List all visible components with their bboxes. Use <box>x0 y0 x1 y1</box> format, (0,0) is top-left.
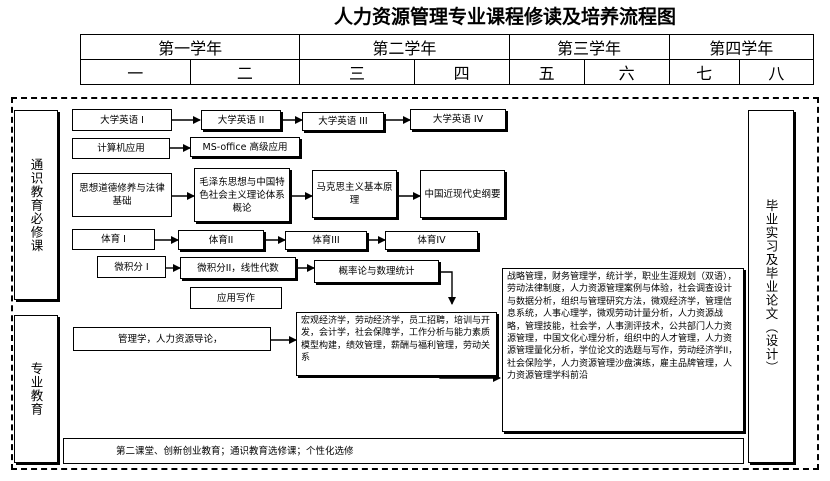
semester-cell: 四 <box>413 59 510 85</box>
course-marx: 马克思主义基本原理 <box>312 170 397 218</box>
course-history: 中国近现代史纲要 <box>420 170 505 218</box>
semester-cell: 八 <box>738 59 815 85</box>
semester-cell: 一 <box>80 59 191 85</box>
course-english-3: 大学英语 III <box>302 112 384 131</box>
graduation-text: 毕业实习及毕业论文（设计） <box>763 198 779 375</box>
semester-table: 第一学年 第二学年 第三学年 第四学年 一 二 三 四 五 六 七 八 <box>79 34 815 85</box>
course-pe-3: 体育III <box>285 231 367 250</box>
course-applied-writing: 应用写作 <box>190 287 282 309</box>
general-education-label: 通识教育必修课 <box>14 110 58 300</box>
course-mao: 毛泽东思想与中国特色社会主义理论体系概论 <box>194 168 290 222</box>
advanced-courses-box: 战略管理，财务管理学，统计学，职业生涯规划（双语），劳动法律制度，人力资源管理案… <box>502 268 744 432</box>
course-english-2: 大学英语 II <box>201 110 281 130</box>
course-probability: 概率论与数理统计 <box>314 260 439 283</box>
semester-cell: 二 <box>189 59 301 85</box>
year-header-row: 第一学年 第二学年 第三学年 第四学年 <box>79 34 815 60</box>
course-pe-4: 体育IV <box>385 231 478 250</box>
semester-cell: 六 <box>583 59 670 85</box>
course-management-intro: 管理学，人力资源导论， <box>73 327 271 351</box>
year-header: 第二学年 <box>299 34 510 60</box>
course-pe-2: 体育II <box>178 230 264 250</box>
dashed-frame <box>11 97 819 470</box>
year-header: 第四学年 <box>668 34 815 60</box>
arrow <box>439 271 456 305</box>
graduation-label: 毕业实习及毕业论文（设计） <box>748 110 794 463</box>
major-education-label: 专业教育 <box>14 315 58 463</box>
semester-cell: 三 <box>299 59 415 85</box>
year-header: 第一学年 <box>79 34 301 60</box>
semester-row: 一 二 三 四 五 六 七 八 <box>80 59 815 85</box>
course-english-4: 大学英语 IV <box>410 109 506 130</box>
course-msoffice: MS-office 高级应用 <box>190 137 300 157</box>
course-computer: 计算机应用 <box>72 138 170 159</box>
core-courses-box: 宏观经济学，劳动经济学，员工招聘，培训与开发，会计学，社会保障学，工作分析与能力… <box>296 312 497 376</box>
major-education-text: 专业教育 <box>28 362 44 416</box>
year-header: 第三学年 <box>508 34 670 60</box>
footer-electives: 第二课堂、创新创业教育；通识教育选修课；个性化选修 <box>63 438 744 464</box>
general-education-text: 通识教育必修课 <box>28 157 44 253</box>
course-calculus-2: 微积分II，线性代数 <box>180 257 296 279</box>
semester-cell: 五 <box>508 59 585 85</box>
page-title: 人力资源管理专业课程修读及培养流程图 <box>333 6 676 28</box>
semester-cell: 七 <box>668 59 740 85</box>
course-ethics: 思想道德修养与法律基础 <box>72 173 172 217</box>
course-calculus-1: 微积分 I <box>97 256 166 278</box>
course-english-1: 大学英语 I <box>72 109 172 131</box>
course-pe-1: 体育 I <box>72 229 155 250</box>
